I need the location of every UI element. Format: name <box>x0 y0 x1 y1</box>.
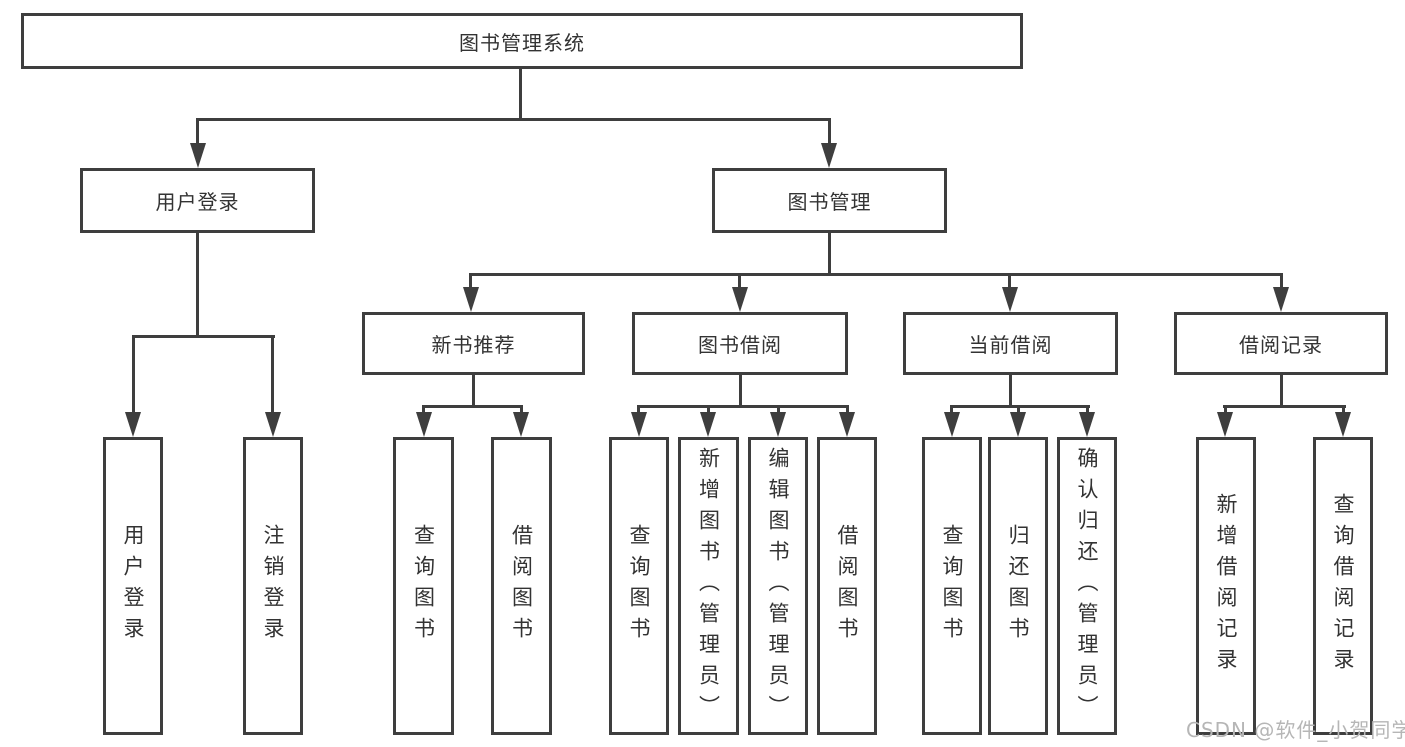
connector-current-borrow-stem <box>1009 375 1012 405</box>
arrow-book-mgmt-icon <box>821 143 837 168</box>
arrow-cb-query-icon <box>944 412 960 437</box>
connector-root-stem <box>519 69 522 118</box>
node-new-book-rec: 新书推荐 <box>362 312 585 375</box>
connector-borrow-records-stem <box>1280 375 1283 405</box>
leaf-bb-edit-books-admin: 编辑图书（管理员） <box>748 437 808 735</box>
arrow-nbr-query-icon <box>416 412 432 437</box>
leaf-bb-query-books: 查询图书 <box>609 437 669 735</box>
leaf-nbr-query-books: 查询图书 <box>393 437 454 735</box>
leaf-br-add-record: 新增借阅记录 <box>1196 437 1256 735</box>
arrow-user-login-icon <box>190 143 206 168</box>
connector-new-book-rec-bar <box>422 405 523 408</box>
connector-drop-new-book-rec <box>469 273 472 291</box>
connector-drop-book-mgmt <box>828 118 831 145</box>
watermark-text: CSDN @软件_小贺同学 <box>1186 718 1405 742</box>
leaf-cb-query-books: 查询图书 <box>922 437 982 735</box>
connector-drop-br-add <box>1224 405 1227 415</box>
arrow-bb-edit-icon <box>770 412 786 437</box>
connector-drop-cb-confirm <box>1086 405 1089 415</box>
arrow-br-query-icon <box>1335 412 1351 437</box>
arrow-new-book-rec-icon <box>463 287 479 312</box>
connector-drop-bb-edit <box>777 405 780 415</box>
leaf-bb-add-books-admin: 新增图书（管理员） <box>678 437 739 735</box>
arrow-bb-query-icon <box>631 412 647 437</box>
connector-drop-leaf-user-login <box>132 335 135 414</box>
arrow-nbr-borrow-icon <box>513 412 529 437</box>
arrow-leaf-user-login-icon <box>125 412 141 437</box>
leaf-bb-borrow-books: 借阅图书 <box>817 437 877 735</box>
connector-level1-bar <box>196 118 831 121</box>
connector-drop-bb-borrow <box>846 405 849 415</box>
arrow-br-add-icon <box>1217 412 1233 437</box>
node-current-borrow: 当前借阅 <box>903 312 1118 375</box>
node-user-login: 用户登录 <box>80 168 315 233</box>
connector-drop-bb-query <box>637 405 640 415</box>
connector-drop-br-query <box>1342 405 1345 415</box>
connector-drop-current-borrow <box>1008 273 1011 291</box>
node-book-mgmt: 图书管理 <box>712 168 947 233</box>
connector-drop-cb-query <box>950 405 953 415</box>
connector-borrow-records-bar <box>1223 405 1346 408</box>
connector-book-borrow-stem <box>739 375 742 405</box>
leaf-cb-return-books: 归还图书 <box>988 437 1048 735</box>
node-book-borrow: 图书借阅 <box>632 312 848 375</box>
arrow-borrow-records-icon <box>1273 287 1289 312</box>
leaf-logout: 注销登录 <box>243 437 303 735</box>
arrow-cb-return-icon <box>1010 412 1026 437</box>
connector-current-borrow-bar <box>950 405 1090 408</box>
leaf-user-login: 用户登录 <box>103 437 163 735</box>
connector-drop-book-borrow <box>738 273 741 291</box>
connector-drop-leaf-logout <box>271 335 274 414</box>
arrow-current-borrow-icon <box>1002 287 1018 312</box>
connector-drop-nbr-query <box>422 405 425 415</box>
node-root: 图书管理系统 <box>21 13 1023 69</box>
connector-drop-cb-return <box>1017 405 1020 415</box>
connector-drop-borrow-records <box>1280 273 1283 291</box>
connector-book-mgmt-stem <box>828 233 831 273</box>
connector-drop-bb-add <box>707 405 710 415</box>
leaf-br-query-record: 查询借阅记录 <box>1313 437 1373 735</box>
arrow-book-borrow-icon <box>732 287 748 312</box>
leaf-nbr-borrow-books: 借阅图书 <box>491 437 552 735</box>
connector-user-login-stem <box>196 233 199 335</box>
connector-user-login-bar <box>132 335 275 338</box>
arrow-leaf-logout-icon <box>265 412 281 437</box>
connector-drop-user-login <box>196 118 199 145</box>
arrow-bb-add-icon <box>700 412 716 437</box>
connector-drop-nbr-borrow <box>520 405 523 415</box>
node-borrow-records: 借阅记录 <box>1174 312 1388 375</box>
connector-level3-bar <box>469 273 1283 276</box>
connector-new-book-rec-stem <box>472 375 475 405</box>
connector-book-borrow-bar <box>637 405 849 408</box>
arrow-bb-borrow-icon <box>839 412 855 437</box>
arrow-cb-confirm-icon <box>1079 412 1095 437</box>
leaf-cb-confirm-return-admin: 确认归还（管理员） <box>1057 437 1117 735</box>
